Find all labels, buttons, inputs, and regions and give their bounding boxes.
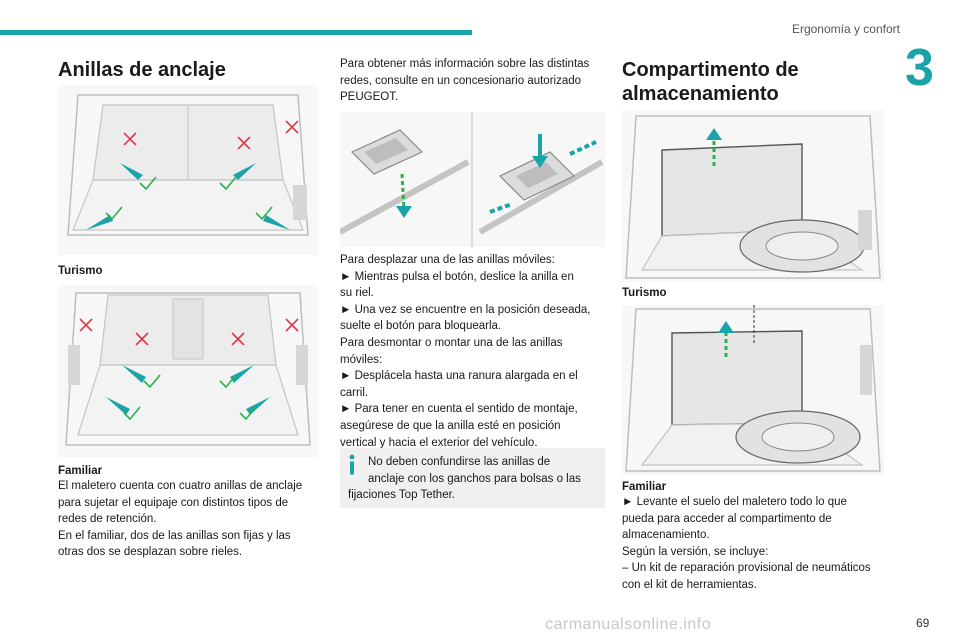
info-note: No deben confundirse las anillas de ancl…: [340, 448, 605, 508]
movable-ring-instructions: Para desplazar una de las anillas móvile…: [340, 254, 591, 449]
anchor-rings-title: Anillas de anclaje: [58, 59, 226, 81]
sedan-storage-illustration: [622, 110, 884, 282]
movable-ring-illustration: [340, 112, 605, 247]
storage-compartment-title: Compartimento de almacenamiento: [622, 59, 799, 105]
storage-sedan-caption: Turismo: [622, 287, 667, 299]
info-icon: [349, 454, 355, 475]
section-title: Ergonomía y confort: [791, 22, 900, 36]
page-number: 69: [916, 616, 930, 630]
header-accent-bar: [0, 30, 472, 35]
nets-info-paragraph: Para obtener más información sobre las d…: [340, 58, 590, 104]
watermark: carmanualsonline.info: [545, 616, 712, 633]
estate-caption: Familiar: [58, 465, 103, 477]
storage-estate-caption: Familiar: [622, 481, 667, 493]
chapter-number: 3: [905, 39, 934, 97]
anchor-rings-description: El maletero cuenta con cuatro anillas de…: [58, 480, 303, 559]
storage-instructions: ► Levante el suelo del maletero todo lo …: [622, 496, 871, 591]
info-note-text: No deben confundirse las anillas de ancl…: [348, 456, 581, 502]
sedan-caption: Turismo: [58, 265, 103, 277]
estate-trunk-illustration: [58, 285, 318, 457]
estate-storage-illustration: [622, 305, 884, 475]
sedan-trunk-illustration: [58, 85, 318, 255]
